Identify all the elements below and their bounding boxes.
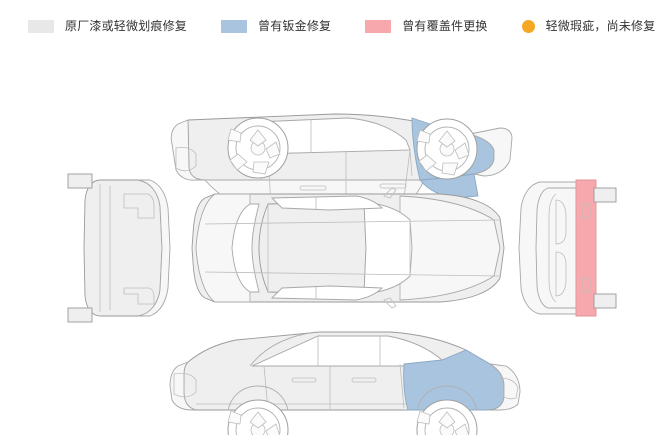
wheel-rear	[227, 399, 289, 435]
legend-bar: 原厂漆或轻微划痕修复 曾有钣金修复 曾有覆盖件更换 轻微瑕疵，尚未修复	[0, 0, 665, 52]
vehicle-condition-diagram	[0, 48, 665, 435]
legend-item-label: 原厂漆或轻微划痕修复	[65, 18, 188, 33]
square-swatch-icon	[28, 19, 54, 33]
legend-item-minor-flaw: 轻微瑕疵，尚未修复	[521, 18, 656, 33]
legend-item-original-paint: 原厂漆或轻微划痕修复	[28, 18, 188, 33]
view-top-mirrored-side[interactable]	[170, 113, 513, 227]
view-front[interactable]	[67, 173, 171, 323]
legend-item-panel-replacement: 曾有覆盖件更换	[365, 18, 488, 33]
legend-item-label: 轻微瑕疵，尚未修复	[545, 18, 656, 33]
circle-marker-icon	[521, 19, 535, 33]
legend-item-label: 曾有覆盖件更换	[402, 18, 488, 33]
legend-item-label: 曾有钣金修复	[258, 18, 332, 33]
square-swatch-icon	[365, 19, 392, 33]
view-roof-top[interactable]	[191, 187, 505, 309]
wheel-front	[227, 117, 289, 179]
wheel-front	[416, 399, 478, 435]
legend-item-sheet-metal-repair: 曾有钣金修复	[221, 18, 332, 33]
view-rear[interactable]	[518, 179, 617, 317]
highlight-rear-panel-pink	[575, 179, 597, 317]
square-swatch-icon	[221, 19, 248, 33]
wheel-rear	[416, 118, 478, 180]
view-bottom-side[interactable]	[169, 331, 521, 435]
